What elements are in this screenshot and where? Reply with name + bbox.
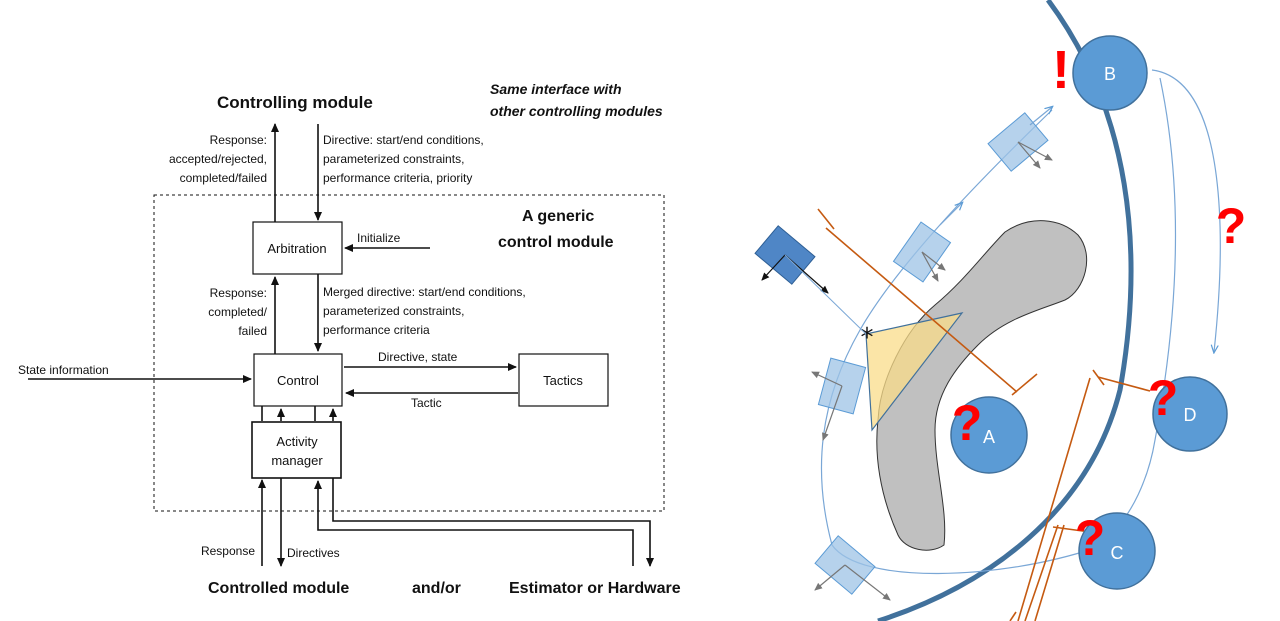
controlled-module-title: Controlled module [208,580,349,597]
controlling-module-title: Controlling module [217,93,373,112]
response-mid-line2: completed/ [208,305,267,319]
generic-title-line2: control module [498,234,614,251]
activity-manager-box [251,421,342,479]
exclamation-mark: ! [1052,40,1070,100]
control-box [253,353,343,407]
state-information-label: State information [18,363,109,377]
response-mid-line3: failed [238,324,267,338]
planet-d: D [1152,376,1228,452]
same-interface-line1: Same interface with [490,81,622,97]
question-mark: ? [1216,198,1247,254]
response-bottom-label: Response [201,544,255,558]
asterisk-marker: * [861,323,874,353]
tactics-box [518,353,609,407]
range-brackets [817,208,1151,621]
return-path [1151,69,1221,352]
activity-manager-line1: Activity [276,434,318,449]
spacecraft-vectors [811,141,1053,601]
response-mid-line1: Response: [210,286,267,300]
control-module-diagram: Controlling module Same interface with o… [18,81,681,597]
directive-top-line2: parameterized constraints, [323,152,464,166]
arbitration-box [252,221,343,275]
merged-directive-line1: Merged directive: start/end conditions, [323,285,526,299]
tactics-label: Tactics [543,373,583,388]
directives-bottom-label: Directives [287,546,340,560]
directive-top-line3: performance criteria, priority [323,171,472,185]
merged-directive-line2: parameterized constraints, [323,304,464,318]
planet-b: B [1072,35,1148,111]
generic-module-boundary [153,194,665,512]
question-mark: ? [1148,370,1179,426]
question-mark: ? [952,395,983,451]
asteroid-scenario-diagram: * [754,0,1247,621]
arbitration-label: Arbitration [267,241,326,256]
response-top-line3: completed/failed [180,171,267,185]
planet-a: A [950,396,1028,474]
planet-a-label: A [983,427,995,447]
planet-c-label: C [1111,543,1124,563]
merged-directive-line3: performance criteria [323,323,430,337]
planet-b-label: B [1104,64,1116,84]
line-of-sight [784,254,867,335]
sensor-cone [865,312,964,432]
response-top-line1: Response: [210,133,267,147]
response-top-line2: accepted/rejected, [169,152,267,166]
estimator-hardware-title: Estimator or Hardware [509,580,681,597]
control-label: Control [277,373,319,388]
directive-state-label: Directive, state [378,350,458,364]
planet-c: C [1078,512,1156,590]
same-interface-line2: other controlling modules [490,103,663,119]
planet-d-label: D [1184,405,1197,425]
directive-top-line1: Directive: start/end conditions, [323,133,484,147]
question-mark: ? [1075,510,1106,566]
and-or-label: and/or [412,580,461,597]
spacecraft-path [820,77,1177,575]
initialize-label: Initialize [357,231,401,245]
generic-title-line1: A generic [522,208,594,225]
tactic-label: Tactic [411,396,442,410]
asteroid [876,220,1088,551]
activity-manager-line2: manager [271,453,323,468]
